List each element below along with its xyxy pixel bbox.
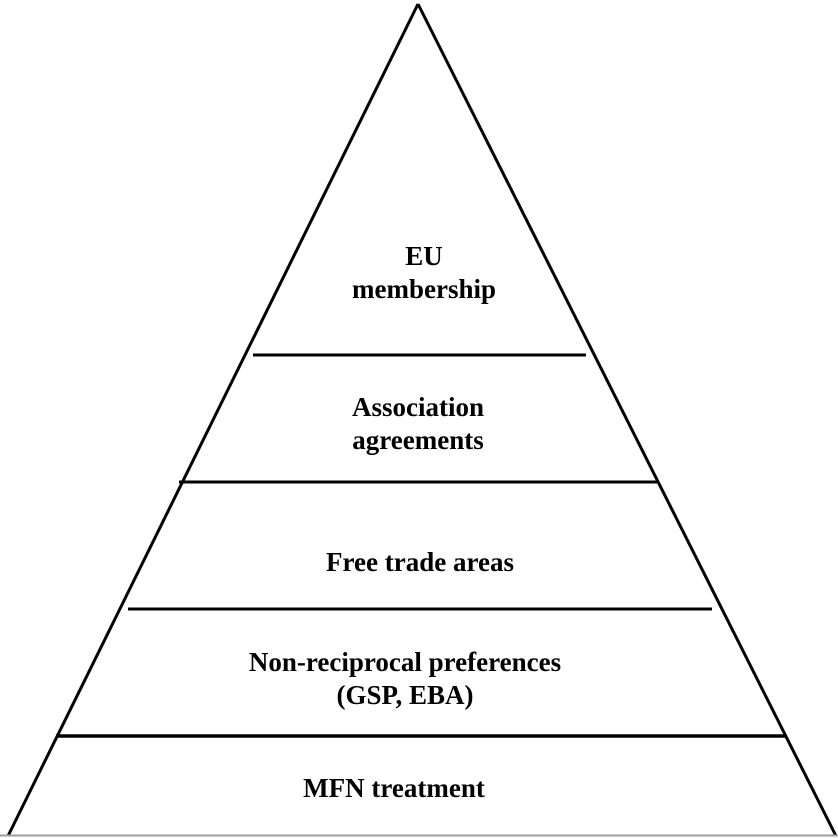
pyramid-left-edge bbox=[6, 3, 420, 837]
tier-label-line: MFN treatment bbox=[303, 773, 485, 803]
tier-label-association-agreements: Association agreements bbox=[352, 391, 484, 457]
pyramid-right-edge bbox=[416, 3, 838, 837]
tier-label-line: Association bbox=[351, 392, 485, 422]
tier-label-mfn-treatment: MFN treatment bbox=[303, 772, 485, 805]
tier-label-eu-membership: EU membership bbox=[352, 240, 496, 306]
tier-label-line: (GSP, EBA) bbox=[336, 680, 474, 710]
tier-label-line: agreements bbox=[352, 425, 484, 455]
tier-label-non-reciprocal-preferences: Non-reciprocal preferences (GSP, EBA) bbox=[249, 646, 561, 712]
tier-label-line: EU bbox=[405, 241, 443, 271]
tier-label-line: Free trade areas bbox=[326, 547, 514, 577]
tier-label-line: Non-reciprocal preferences bbox=[248, 647, 562, 677]
tier-label-line: membership bbox=[352, 274, 496, 304]
tier-label-free-trade-areas: Free trade areas bbox=[326, 546, 514, 579]
